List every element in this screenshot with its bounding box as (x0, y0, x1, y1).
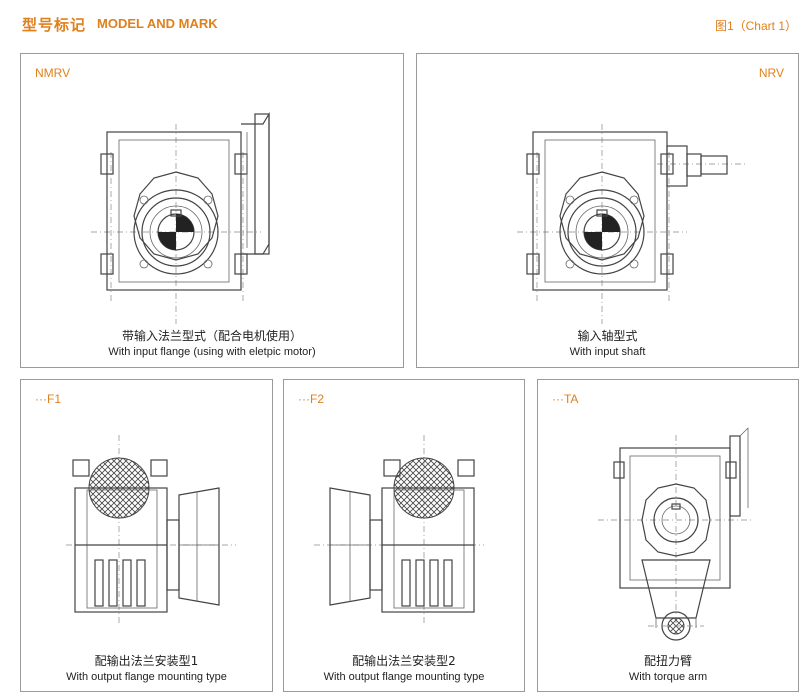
panel-nrv-caption-en: With input shaft (569, 346, 646, 358)
panel-nrv-caption: 输入轴型式 With input shaft (417, 327, 798, 358)
panel-nrv-caption-zh: 输入轴型式 (577, 329, 638, 343)
panel-f1-caption-zh: 配输出法兰安装型1 (94, 654, 199, 668)
panel-nmrv-caption-en: With input flange (using with eletpic mo… (108, 346, 316, 358)
panel-f1-caption-en: With output flange mounting type (66, 671, 227, 683)
panel-nrv-label: NRV (758, 66, 784, 80)
panel-nmrv-caption: 带输入法兰型式（配合电机使用） With input flange (using… (21, 327, 403, 358)
panel-ta-caption: 配扭力臂 With torque arm (538, 652, 798, 683)
panel-nmrv-caption-zh: 带输入法兰型式（配合电机使用） (121, 329, 302, 343)
panel-f2-label: ···F2 (298, 392, 324, 406)
nmrv-gearbox-drawing (91, 111, 270, 324)
panel-f2-caption: 配输出法兰安装型2 With output flange mounting ty… (284, 652, 524, 683)
header-title-en: MODEL AND MARK (97, 16, 218, 31)
panel-ta-caption-en: With torque arm (628, 671, 708, 683)
panel-nrv: NRV 输入轴型式 With input shaft (416, 53, 799, 368)
header-title-zh: 型号标记 (22, 16, 87, 34)
ta-gearbox-drawing (598, 427, 753, 641)
panel-ta-caption-zh: 配扭力臂 (643, 654, 692, 668)
panel-f2-caption-zh: 配输出法兰安装型2 (352, 654, 456, 668)
f2-gearbox-drawing (314, 435, 484, 625)
nrv-gearbox-drawing (517, 124, 747, 324)
panel-nmrv: NMRV 带输入法兰型式（配合电机使用） With input flange (… (20, 53, 404, 368)
panel-ta-label: ···TA (552, 392, 579, 406)
panel-f1-caption: 配输出法兰安装型1 With output flange mounting ty… (21, 652, 272, 683)
panel-f2-caption-en: With output flange mounting type (323, 671, 485, 683)
panel-f2: ···F2 配输出法兰安装型2 With output flange mount… (283, 379, 525, 692)
f1-gearbox-drawing (66, 435, 236, 625)
panel-ta: ···TA 配扭力臂 With torque arm (537, 379, 799, 692)
chart-label: 图1（Chart 1） (714, 19, 797, 33)
panel-nmrv-label: NMRV (35, 66, 71, 80)
panel-f1-label: ···F1 (35, 392, 61, 406)
panel-f1: ···F1 配输出法兰安装型1 With output flange mount… (20, 379, 273, 692)
